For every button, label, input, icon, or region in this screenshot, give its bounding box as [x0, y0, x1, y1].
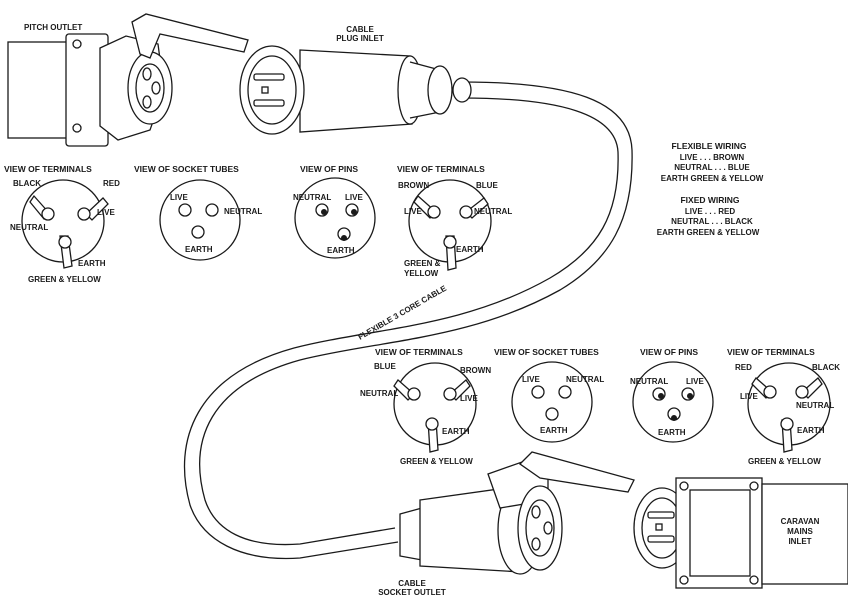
bot-t1-brown: BROWN [460, 366, 491, 375]
bot-t1-neutral: NEUTRAL [360, 389, 398, 398]
cable-socket-outlet [399, 451, 635, 575]
legend-fixed-live: LIVE . . . RED [685, 207, 735, 216]
bottom-socket-title: VIEW OF SOCKET TUBES [494, 347, 599, 357]
caravan-mains-inlet [633, 477, 848, 589]
top-t2-live: LIVE [404, 207, 422, 216]
flexible-cable [183, 81, 633, 560]
cable-label: FLEXIBLE 3 CORE CABLE [357, 283, 449, 341]
top-pins-live: LIVE [345, 193, 363, 202]
top-socket-earth: EARTH [185, 245, 213, 254]
top-socket-neutral: NEUTRAL [224, 207, 262, 216]
bot-t2-neutral: NEUTRAL [796, 401, 834, 410]
top-t1-black: BLACK [13, 179, 41, 188]
socket-outlet-label-2: SOCKET OUTLET [378, 588, 446, 597]
bot-pins-neutral: NEUTRAL [630, 377, 668, 386]
bottom-terminals-2-title: VIEW OF TERMINALS [727, 347, 815, 357]
plug-inlet-label-1: CABLE [346, 25, 374, 34]
top-terminals-2-title: VIEW OF TERMINALS [397, 164, 485, 174]
legend-flexible-title: FLEXIBLE WIRING [671, 141, 746, 151]
top-pins-title: VIEW OF PINS [300, 164, 358, 174]
top-pins-earth: EARTH [327, 246, 355, 255]
socket-outlet-label-1: CABLE [398, 579, 426, 588]
top-t2-neutral: NEUTRAL [474, 207, 512, 216]
bot-t1-blue: BLUE [374, 362, 396, 371]
cable-plug-inlet [239, 45, 472, 135]
legend-flexible-live: LIVE . . . BROWN [680, 153, 745, 162]
top-terminals-1-title: VIEW OF TERMINALS [4, 164, 92, 174]
bot-socket-earth: EARTH [540, 426, 568, 435]
bot-pins-earth: EARTH [658, 428, 686, 437]
top-t2-earth: EARTH [456, 245, 484, 254]
bot-t1-earth: EARTH [442, 427, 470, 436]
legend-fixed-title: FIXED WIRING [680, 195, 739, 205]
top-t1-green-yellow: GREEN & YELLOW [28, 275, 101, 284]
top-t1-red: RED [103, 179, 120, 188]
bot-t2-earth: EARTH [797, 426, 825, 435]
bot-t1-green-yellow: GREEN & YELLOW [400, 457, 473, 466]
bot-t1-live: LIVE [460, 394, 478, 403]
wiring-legend: FLEXIBLE WIRING LIVE . . . BROWN NEUTRAL… [657, 141, 764, 237]
top-socket-title: VIEW OF SOCKET TUBES [134, 164, 239, 174]
plug-inlet-label-2: PLUG INLET [336, 34, 384, 43]
top-t2-yellow: YELLOW [404, 269, 439, 278]
bottom-terminals-1-title: VIEW OF TERMINALS [375, 347, 463, 357]
bot-pins-live: LIVE [686, 377, 704, 386]
legend-fixed-neutral: NEUTRAL . . . BLACK [671, 217, 753, 226]
caravan-label-3: INLET [788, 537, 811, 546]
top-pins-neutral: NEUTRAL [293, 193, 331, 202]
bottom-socket-tubes: VIEW OF SOCKET TUBES LIVE NEUTRAL EARTH [494, 347, 604, 443]
bottom-terminals-2: VIEW OF TERMINALS RED BLACK LIVE NEUTRAL… [727, 347, 840, 466]
top-t1-live: LIVE [97, 208, 115, 217]
top-terminals-1: VIEW OF TERMINALS BLACK RED NEUTRAL LIVE… [4, 164, 120, 284]
bot-t2-green-yellow: GREEN & YELLOW [748, 457, 821, 466]
top-socket-tubes: VIEW OF SOCKET TUBES LIVE NEUTRAL EARTH [134, 164, 262, 261]
legend-flexible-earth: EARTH GREEN & YELLOW [661, 174, 764, 183]
top-t2-blue: BLUE [476, 181, 498, 190]
top-pins: VIEW OF PINS NEUTRAL LIVE EARTH [293, 164, 376, 259]
bot-socket-neutral: NEUTRAL [566, 375, 604, 384]
legend-fixed-earth: EARTH GREEN & YELLOW [657, 228, 760, 237]
bottom-terminals-1: VIEW OF TERMINALS BLUE BROWN NEUTRAL LIV… [360, 347, 491, 466]
top-t2-brown: BROWN [398, 181, 429, 190]
top-socket-live: LIVE [170, 193, 188, 202]
top-t2-green: GREEN & [404, 259, 441, 268]
bottom-pins: VIEW OF PINS NEUTRAL LIVE EARTH [630, 347, 714, 443]
top-terminals-2: VIEW OF TERMINALS BROWN BLUE LIVE NEUTRA… [397, 164, 512, 278]
bot-socket-live: LIVE [522, 375, 540, 384]
legend-flexible-neutral: NEUTRAL . . . BLUE [674, 163, 750, 172]
top-t1-neutral: NEUTRAL [10, 223, 48, 232]
top-t1-earth: EARTH [78, 259, 106, 268]
bottom-pins-title: VIEW OF PINS [640, 347, 698, 357]
caravan-label-1: CARAVAN [781, 517, 820, 526]
bot-t2-red: RED [735, 363, 752, 372]
pitch-outlet [7, 13, 249, 147]
bot-t2-black: BLACK [812, 363, 840, 372]
bot-t2-live: LIVE [740, 392, 758, 401]
pitch-outlet-label: PITCH OUTLET [24, 23, 82, 32]
caravan-label-2: MAINS [787, 527, 813, 536]
